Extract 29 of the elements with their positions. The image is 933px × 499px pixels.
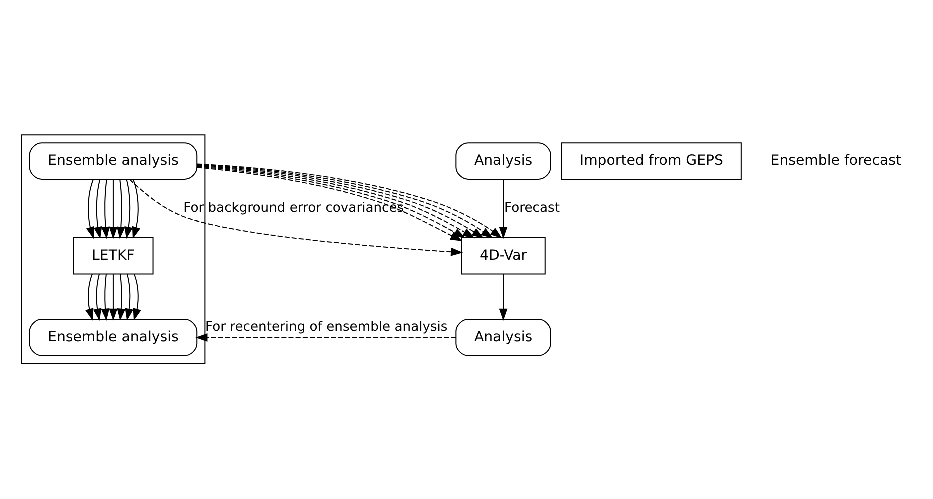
arrow — [499, 274, 508, 321]
arrow — [116, 180, 126, 240]
arrow — [86, 274, 94, 321]
edge-label: Forecast — [504, 201, 560, 216]
arrow — [133, 274, 142, 321]
arrow — [102, 180, 110, 240]
edge-label: For background error covariances — [184, 201, 404, 216]
node-box: Analysis — [456, 142, 552, 180]
node-box: 4D-Var — [461, 237, 546, 275]
arrow — [94, 180, 102, 240]
arrow — [499, 180, 508, 240]
arrow — [196, 333, 456, 342]
arrow — [109, 274, 118, 321]
node-box: Analysis — [456, 319, 552, 356]
cluster — [21, 134, 206, 364]
arrow — [124, 180, 134, 240]
arrow — [109, 180, 118, 240]
arrow — [132, 180, 141, 240]
arrow — [86, 180, 94, 240]
node-box: LETKF — [73, 237, 154, 275]
label: Ensemble forecast — [770, 153, 902, 170]
node-box: Imported from GEPS — [562, 142, 742, 180]
arrow — [93, 274, 102, 321]
node-box: Ensemble analysis — [29, 319, 198, 356]
arrow — [117, 274, 126, 321]
arrow — [101, 274, 110, 321]
arrow — [125, 274, 134, 321]
node-box: Ensemble analysis — [29, 142, 198, 180]
edge-label: For recentering of ensemble analysis — [206, 320, 448, 336]
